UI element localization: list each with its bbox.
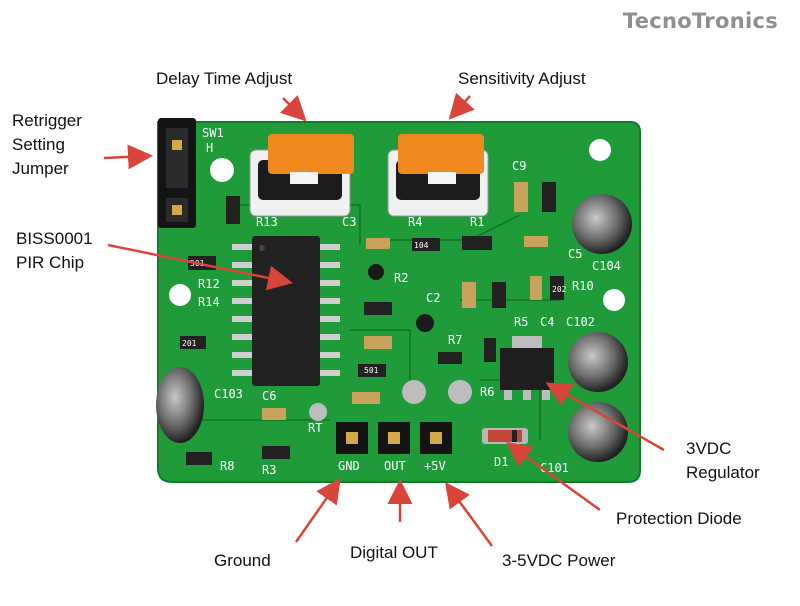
silk-r6: R6 [480, 385, 494, 399]
regulator-chip [500, 336, 554, 400]
silk-c2: C2 [426, 291, 440, 305]
silk-c5: C5 [568, 247, 582, 261]
label-regulator-2: Regulator [686, 463, 760, 482]
silk-c6: C6 [262, 389, 276, 403]
arrow-ground [294, 477, 341, 543]
label-regulator-1: 3VDC [686, 439, 732, 458]
silk-r201: 201 [182, 339, 197, 348]
electrolytic-capacitors [156, 194, 632, 462]
arrow-biss [107, 243, 293, 291]
silk-plus5v: +5V [424, 459, 446, 473]
silk-r501-b: 501 [364, 366, 379, 375]
brand-watermark: TecnoTronics [622, 9, 778, 33]
silk-out: OUT [384, 459, 406, 473]
arrow-power [445, 481, 494, 547]
silk-sw1: SW1 [202, 126, 224, 140]
label-delay-time-adjust: Delay Time Adjust [156, 69, 293, 88]
label-protection-diode: Protection Diode [616, 509, 742, 528]
silk-c101: C101 [540, 461, 569, 475]
silk-r3: R3 [262, 463, 276, 477]
label-digital-out: Digital OUT [350, 543, 438, 562]
silk-r2: R2 [394, 271, 408, 285]
callout-arrows [103, 92, 665, 547]
protection-diode [482, 428, 528, 444]
silk-r8: R8 [220, 459, 234, 473]
arrow-retrigger [103, 144, 153, 170]
label-ground: Ground [214, 551, 271, 570]
label-retrigger-2: Setting [12, 135, 65, 154]
label-biss-1: BISS0001 [16, 229, 93, 248]
retrigger-jumper [158, 118, 196, 228]
silk-gnd: GND [338, 459, 360, 473]
silk-c9: C9 [512, 159, 526, 173]
header-pins [336, 422, 452, 454]
silk-r5: R5 [514, 315, 528, 329]
delay-time-pot [249, 134, 354, 217]
silk-r4: R4 [408, 215, 422, 229]
silk-d1: D1 [494, 455, 508, 469]
silk-c4: C4 [540, 315, 554, 329]
arrow-diode [505, 442, 601, 512]
label-sensitivity-adjust: Sensitivity Adjust [458, 69, 586, 88]
label-retrigger-3: Jumper [12, 159, 69, 178]
silk-r202: 202 [552, 285, 567, 294]
label-retrigger-1: Retrigger [12, 111, 82, 130]
silk-r13: R13 [256, 215, 278, 229]
sensitivity-pot [387, 134, 489, 217]
silk-r1: R1 [470, 215, 484, 229]
label-power: 3-5VDC Power [502, 551, 616, 570]
silk-r10: R10 [572, 279, 594, 293]
arrow-delay [280, 95, 307, 122]
silk-r12: R12 [198, 277, 220, 291]
silk-r7: R7 [448, 333, 462, 347]
arrow-sensitivity [448, 92, 475, 120]
silk-rt: RT [308, 421, 322, 435]
silk-c104: C104 [592, 259, 621, 273]
silk-c3: C3 [342, 215, 356, 229]
label-biss-2: PIR Chip [16, 253, 85, 272]
silk-r14: R14 [198, 295, 220, 309]
arrow-regulator [545, 382, 665, 452]
silk-h: H [206, 141, 213, 155]
smd-parts [180, 182, 564, 465]
silk-c103: C103 [214, 387, 243, 401]
silk-c102: C102 [566, 315, 595, 329]
silk-r104: 104 [414, 241, 429, 250]
